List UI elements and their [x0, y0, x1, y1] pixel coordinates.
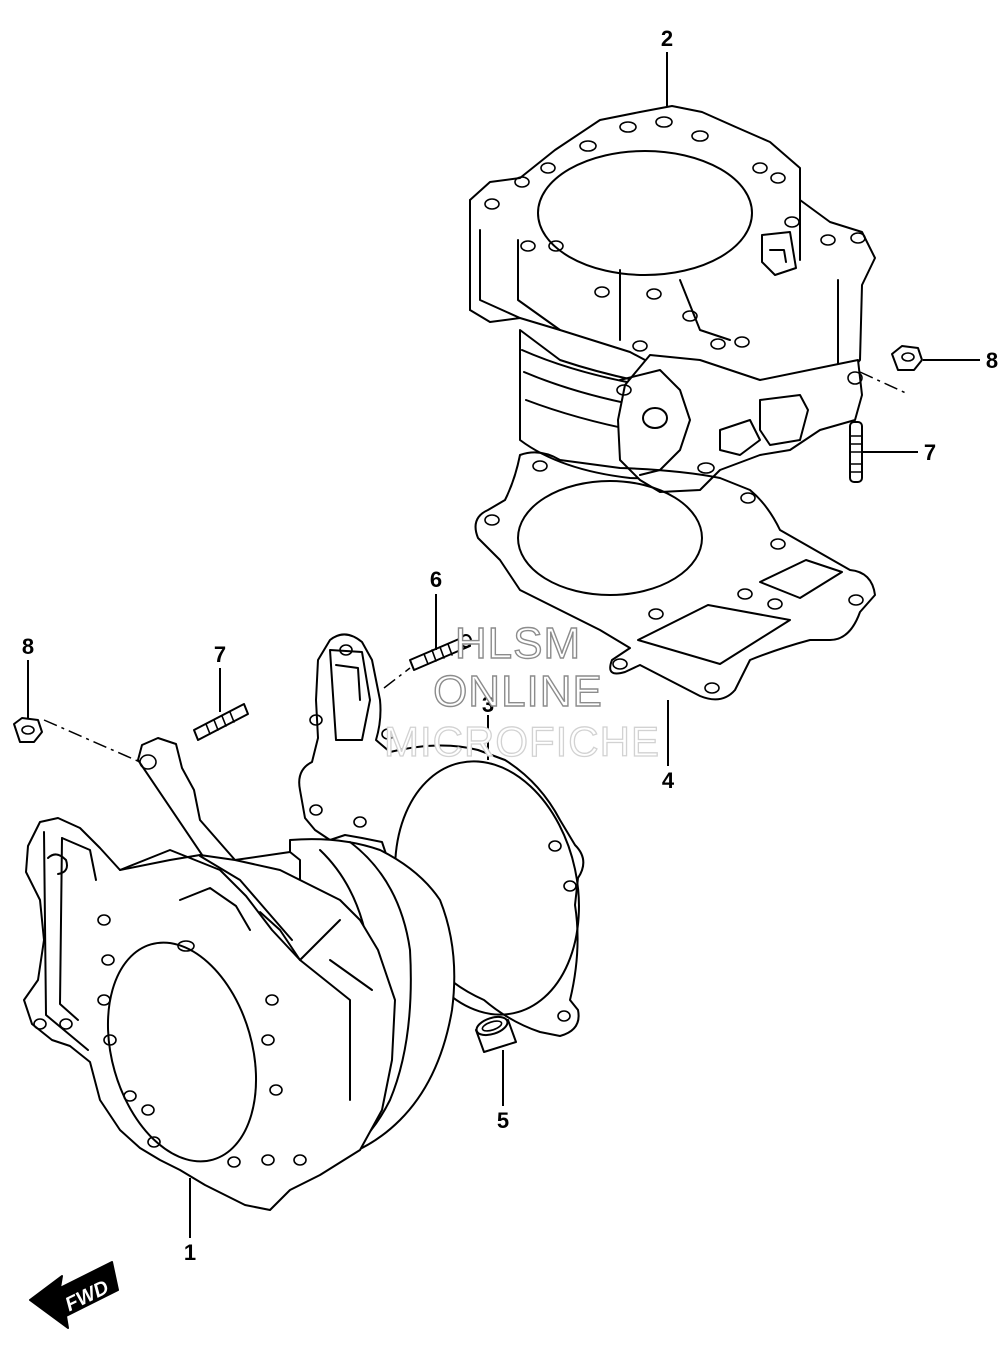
part-8-nut-left [13, 717, 43, 743]
part-7-stud-left [193, 703, 249, 741]
assembly-line-bolt [383, 667, 411, 689]
leader-lines [27, 52, 980, 1238]
part-1-cylinder-lower [23, 737, 456, 1211]
callout-8-left: 8 [22, 634, 34, 659]
watermark-line-3: MICROFICHE [384, 718, 660, 765]
part-8-nut-right [891, 345, 923, 371]
callout-7-right: 7 [924, 440, 936, 465]
fwd-badge: FWD [29, 1261, 119, 1329]
callout-6: 6 [430, 567, 442, 592]
part-7-stud-right [849, 421, 863, 483]
callout-5: 5 [497, 1108, 509, 1133]
part-5-dowel-pin [475, 1015, 517, 1053]
watermark: HLSM ONLINE MICROFICHE [383, 618, 660, 765]
callout-1: 1 [184, 1240, 196, 1265]
watermark-line-2: ONLINE [433, 667, 603, 716]
callout-3: 3 [482, 692, 494, 717]
callout-4: 4 [662, 768, 675, 793]
part-6-bolt [409, 634, 472, 671]
assembly-line-right-nut [859, 371, 909, 395]
watermark-line-1: HLSM [455, 619, 581, 668]
callout-7-left: 7 [214, 642, 226, 667]
part-4-gasket-upper [474, 451, 876, 701]
part-2-cylinder-upper [469, 105, 876, 493]
callout-8-right: 8 [986, 348, 998, 373]
fwd-arrow-icon [29, 1261, 119, 1329]
assembly-line-left-nut [43, 719, 141, 763]
callout-2: 2 [661, 26, 673, 51]
